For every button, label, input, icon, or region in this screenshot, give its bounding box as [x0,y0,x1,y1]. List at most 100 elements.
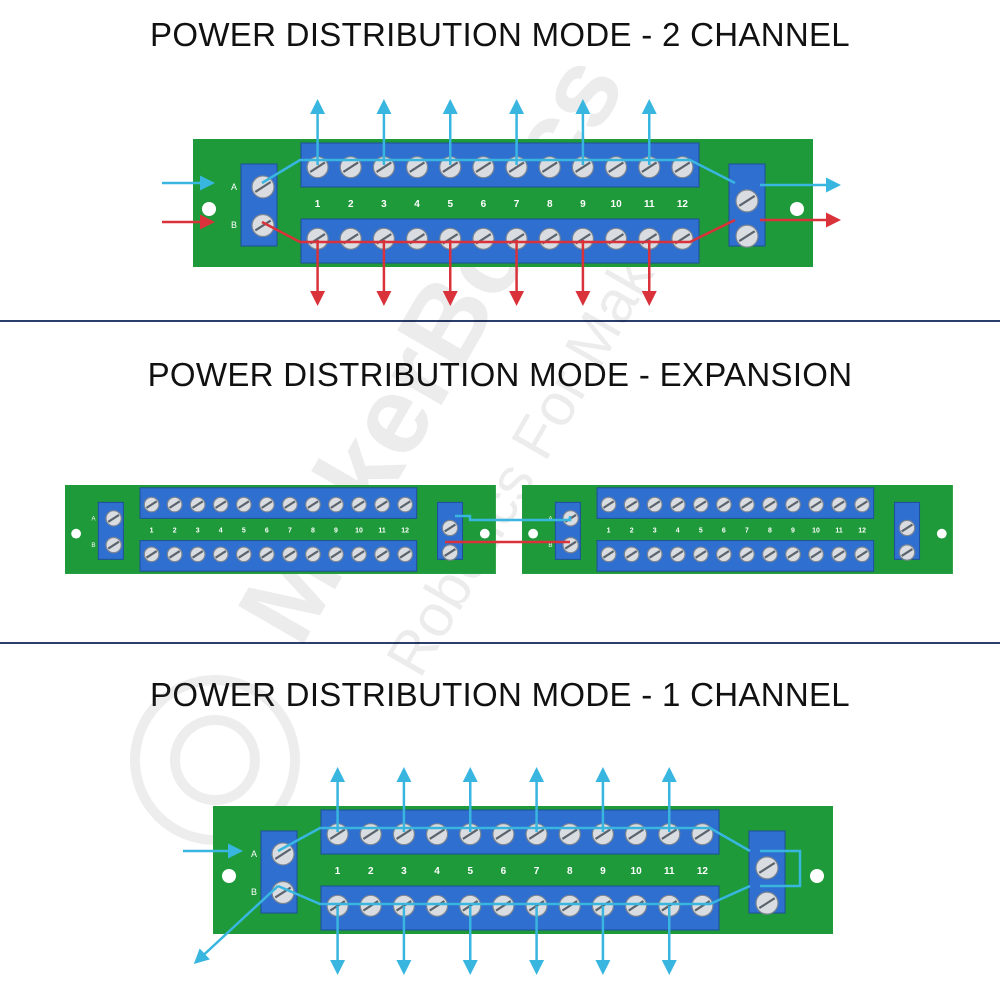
title-expansion: POWER DISTRIBUTION MODE - EXPANSION [147,356,853,393]
screw-slot [694,900,711,912]
side-label-b: B [548,542,552,549]
screw-slot [764,500,776,509]
screw-slot [602,500,615,509]
side-label-a: A [251,849,257,859]
mounting-hole-left [222,869,236,883]
terminal-number-10: 10 [631,866,643,877]
terminal-number-1: 1 [315,199,321,210]
screw-slot [330,500,342,509]
screw-slot [787,500,799,509]
screw-slot [309,161,326,173]
screw-slot [444,548,456,557]
screw-slot [561,900,578,912]
screw-slot [625,550,638,559]
screw-slot [495,900,512,912]
screw-slot [168,500,181,509]
screw-slot [330,550,342,559]
screw-slot [307,500,319,509]
screw-slot [191,500,204,509]
screw-slot [695,500,707,509]
screw-slot [284,550,296,559]
screw-slot [307,550,319,559]
screw-slot [395,900,412,912]
screw-slot [901,523,913,533]
screw-slot [856,500,868,509]
screw-slot [508,161,525,173]
terminal-number-8: 8 [768,527,772,534]
screw-slot [541,161,558,173]
terminal-number-12: 12 [677,199,689,210]
screw-slot [376,500,388,509]
terminal-number-9: 9 [334,527,338,534]
screw-slot [810,550,822,559]
terminal-number-12: 12 [697,866,709,877]
terminal-number-12: 12 [401,527,409,534]
screw-slot [254,219,272,232]
screw-slot [741,500,753,509]
terminal-number-6: 6 [265,527,269,534]
terminal-number-1: 1 [335,866,341,877]
terminal-number-9: 9 [580,199,586,210]
screw-slot [674,161,691,173]
terminal-number-10: 10 [611,199,623,210]
terminal-number-5: 5 [467,866,473,877]
screw-slot [375,161,392,173]
screw-slot [395,828,412,840]
screw-slot [661,828,678,840]
terminal-number-11: 11 [664,866,675,877]
mounting-hole-right [936,528,947,539]
terminal-number-1: 1 [607,527,611,534]
terminal-number-8: 8 [311,527,315,534]
terminal-number-2: 2 [630,527,634,534]
screw-slot [444,523,456,533]
screw-slot [695,550,707,559]
screw-slot [462,900,479,912]
screw-slot [628,828,645,840]
screw-slot [342,161,359,173]
screw-slot [284,500,296,509]
screw-slot [738,195,756,207]
terminal-number-3: 3 [196,527,200,534]
screw-slot [429,828,446,840]
screw-slot [254,181,272,193]
side-label-b: B [91,542,95,549]
screw-slot [672,500,684,509]
terminal-number-2: 2 [368,866,374,877]
screw-slot [574,161,591,173]
screw-slot [145,500,158,509]
terminal-number-11: 11 [835,527,842,534]
divider-top [0,320,1000,322]
terminal-number-9: 9 [600,866,606,877]
screw-slot [833,550,845,559]
terminal-number-2: 2 [348,199,354,210]
terminal-number-3: 3 [381,199,387,210]
screw-slot [856,550,868,559]
screw-slot [758,897,776,910]
terminal-number-5: 5 [699,527,703,534]
side-label-b: B [231,220,237,230]
terminal-number-9: 9 [791,527,795,534]
terminal-row-top [320,809,720,855]
terminal-number-5: 5 [242,527,246,534]
screw-slot [787,550,799,559]
terminal-number-10: 10 [812,527,820,534]
screw-slot [429,900,446,912]
screw-slot [399,500,411,509]
terminal-number-3: 3 [653,527,657,534]
screw-slot [145,550,158,559]
screw-slot [168,550,181,559]
terminal-number-4: 4 [414,199,420,210]
terminal-number-7: 7 [534,866,540,877]
screw-slot [648,500,661,509]
terminal-number-7: 7 [514,199,520,210]
terminal-number-8: 8 [547,199,553,210]
channel-a-bus [261,158,736,185]
channel-b-bus [261,218,736,244]
screw-slot [329,900,346,912]
screw-slot [594,900,611,912]
terminal-number-11: 11 [644,199,655,210]
screw-slot [528,828,545,840]
terminal-number-3: 3 [401,866,407,877]
screw-slot [462,828,479,840]
